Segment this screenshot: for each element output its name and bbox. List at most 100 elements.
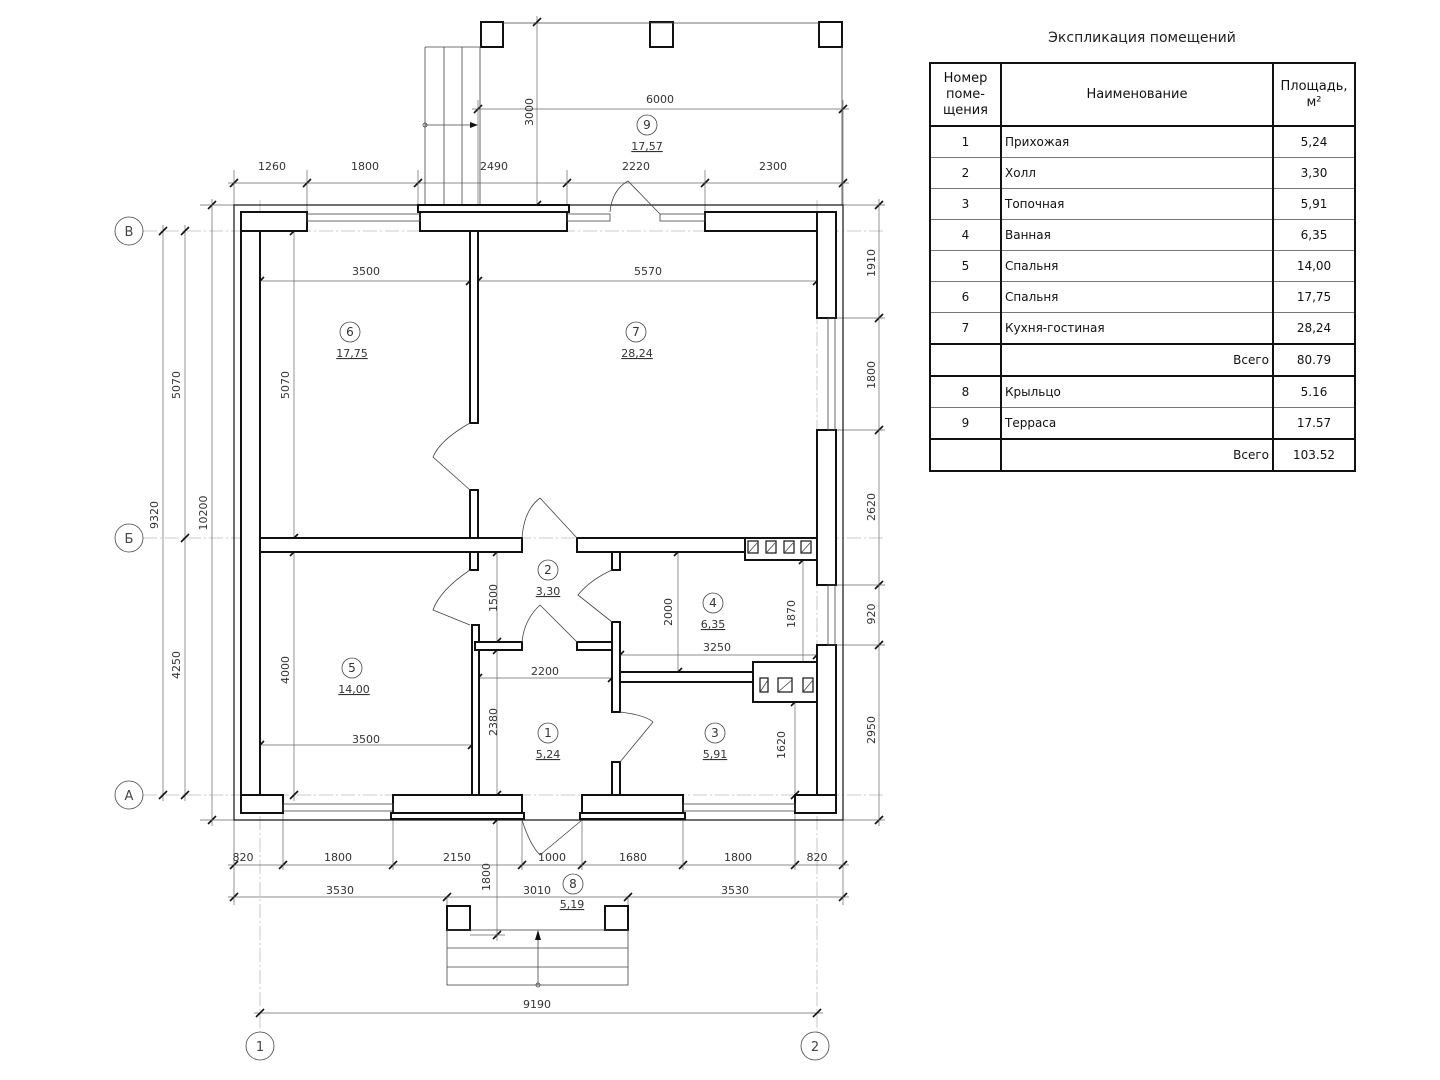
room-name-cell: Прихожая (1000, 125, 1274, 158)
dimension-label: 4000 (279, 656, 292, 684)
axis-label-b: Б (125, 532, 134, 547)
dimension-label: 1800 (865, 361, 878, 389)
window (306, 213, 421, 222)
room-name-cell: Терраса (1000, 407, 1274, 440)
total-area: 103.52 (1272, 438, 1356, 472)
room-area: 5,19 (560, 898, 585, 911)
room-number-cell: 8 (929, 375, 1002, 408)
room-area-cell: 5.16 (1272, 375, 1356, 408)
table-total-row: Всего 80.79 (929, 343, 1356, 377)
porch-column (604, 905, 629, 931)
room-name-cell: Спальня (1000, 281, 1274, 313)
dimension-label: 2000 (662, 598, 675, 626)
dimension-label: 1680 (619, 851, 647, 864)
dimension-label: 1870 (785, 600, 798, 628)
terrace-column (649, 21, 674, 48)
room-area-cell: 5,24 (1272, 125, 1356, 158)
terrace (422, 21, 843, 205)
dimension-tick (158, 790, 168, 800)
room-number: 1 (544, 726, 552, 740)
header-area: Площадь, м² (1272, 62, 1356, 127)
room-number-cell: 2 (929, 157, 1002, 189)
dimension-label: 3530 (326, 884, 354, 897)
dimension-label: 4250 (170, 651, 183, 679)
room-area: 17,75 (336, 347, 368, 360)
room-number-cell: 5 (929, 250, 1002, 282)
room-number-cell: 6 (929, 281, 1002, 313)
dimension-label: 1500 (487, 584, 500, 612)
axis-label-2: 2 (811, 1040, 819, 1055)
room-area-cell: 5,91 (1272, 188, 1356, 220)
room-number: 4 (709, 596, 717, 610)
dimension-label: 3500 (352, 733, 380, 746)
axis-label-1: 1 (256, 1040, 264, 1055)
total-label: Всего (1000, 343, 1274, 377)
room-area-cell: 14,00 (1272, 250, 1356, 282)
room-number: 2 (544, 563, 552, 577)
dimension-label: 9190 (523, 998, 551, 1011)
dimension-label: 5070 (279, 371, 292, 399)
room-number: 6 (346, 325, 354, 339)
room-area-cell: 17.57 (1272, 407, 1356, 440)
room-number: 7 (632, 325, 640, 339)
room-name-cell: Кухня-гостиная (1000, 312, 1274, 345)
room-area: 5,91 (703, 748, 728, 761)
dimension-label: 1800 (480, 863, 493, 891)
dimension-label: 1260 (258, 160, 286, 173)
dimension-label: 3530 (721, 884, 749, 897)
vent-duct (802, 677, 814, 693)
dimension-label: 2620 (865, 493, 878, 521)
window (682, 803, 796, 812)
porch (446, 905, 629, 988)
dimension-label: 820 (807, 851, 828, 864)
dimension-tick (289, 790, 299, 800)
dimension-label: 5070 (170, 371, 183, 399)
room-area: 28,24 (621, 347, 653, 360)
table-total-row: Всего 103.52 (929, 438, 1356, 472)
dimension-tick (158, 226, 168, 236)
dimension-label: 2380 (487, 708, 500, 736)
dimension-tick (180, 226, 190, 236)
room-name-cell: Спальня (1000, 250, 1274, 282)
terrace-column (480, 21, 504, 48)
room-area: 6,35 (701, 618, 726, 631)
room-area-cell: 3,30 (1272, 157, 1356, 189)
room-name-cell: Ванная (1000, 219, 1274, 251)
table-header: Номер поме-щения Наименование Площадь, м… (929, 62, 1356, 127)
dimension-label: 2150 (443, 851, 471, 864)
dimension-label: 3000 (523, 98, 536, 126)
room-area: 14,00 (338, 683, 370, 696)
total-label: Всего (1000, 438, 1274, 472)
axis-markers: В Б А 1 2 (114, 216, 830, 1061)
dimension-label: 1910 (865, 249, 878, 277)
room-area: 3,30 (536, 585, 561, 598)
dimension-label: 9320 (148, 501, 161, 529)
room-number: 5 (348, 661, 356, 675)
room-name-cell: Холл (1000, 157, 1274, 189)
dimension-label: 2300 (759, 160, 787, 173)
table-title: Экспликация помещений (1048, 30, 1236, 46)
dimension-tick (180, 533, 190, 543)
dimension-label: 1620 (775, 731, 788, 759)
window (282, 803, 394, 812)
dimension-label: 5570 (634, 265, 662, 278)
dimension-label: 920 (865, 604, 878, 625)
window (566, 213, 611, 222)
total-area: 80.79 (1272, 343, 1356, 377)
header-name: Наименование (1000, 62, 1274, 127)
dimension-tick (180, 790, 190, 800)
dimension-label: 2220 (622, 160, 650, 173)
room-number-cell: 1 (929, 125, 1002, 158)
room-number: 3 (711, 726, 719, 740)
dimension-tick (812, 1008, 822, 1018)
room-number-cell: 4 (929, 219, 1002, 251)
room-area-cell: 17,75 (1272, 281, 1356, 313)
dimension-tick (255, 1008, 265, 1018)
